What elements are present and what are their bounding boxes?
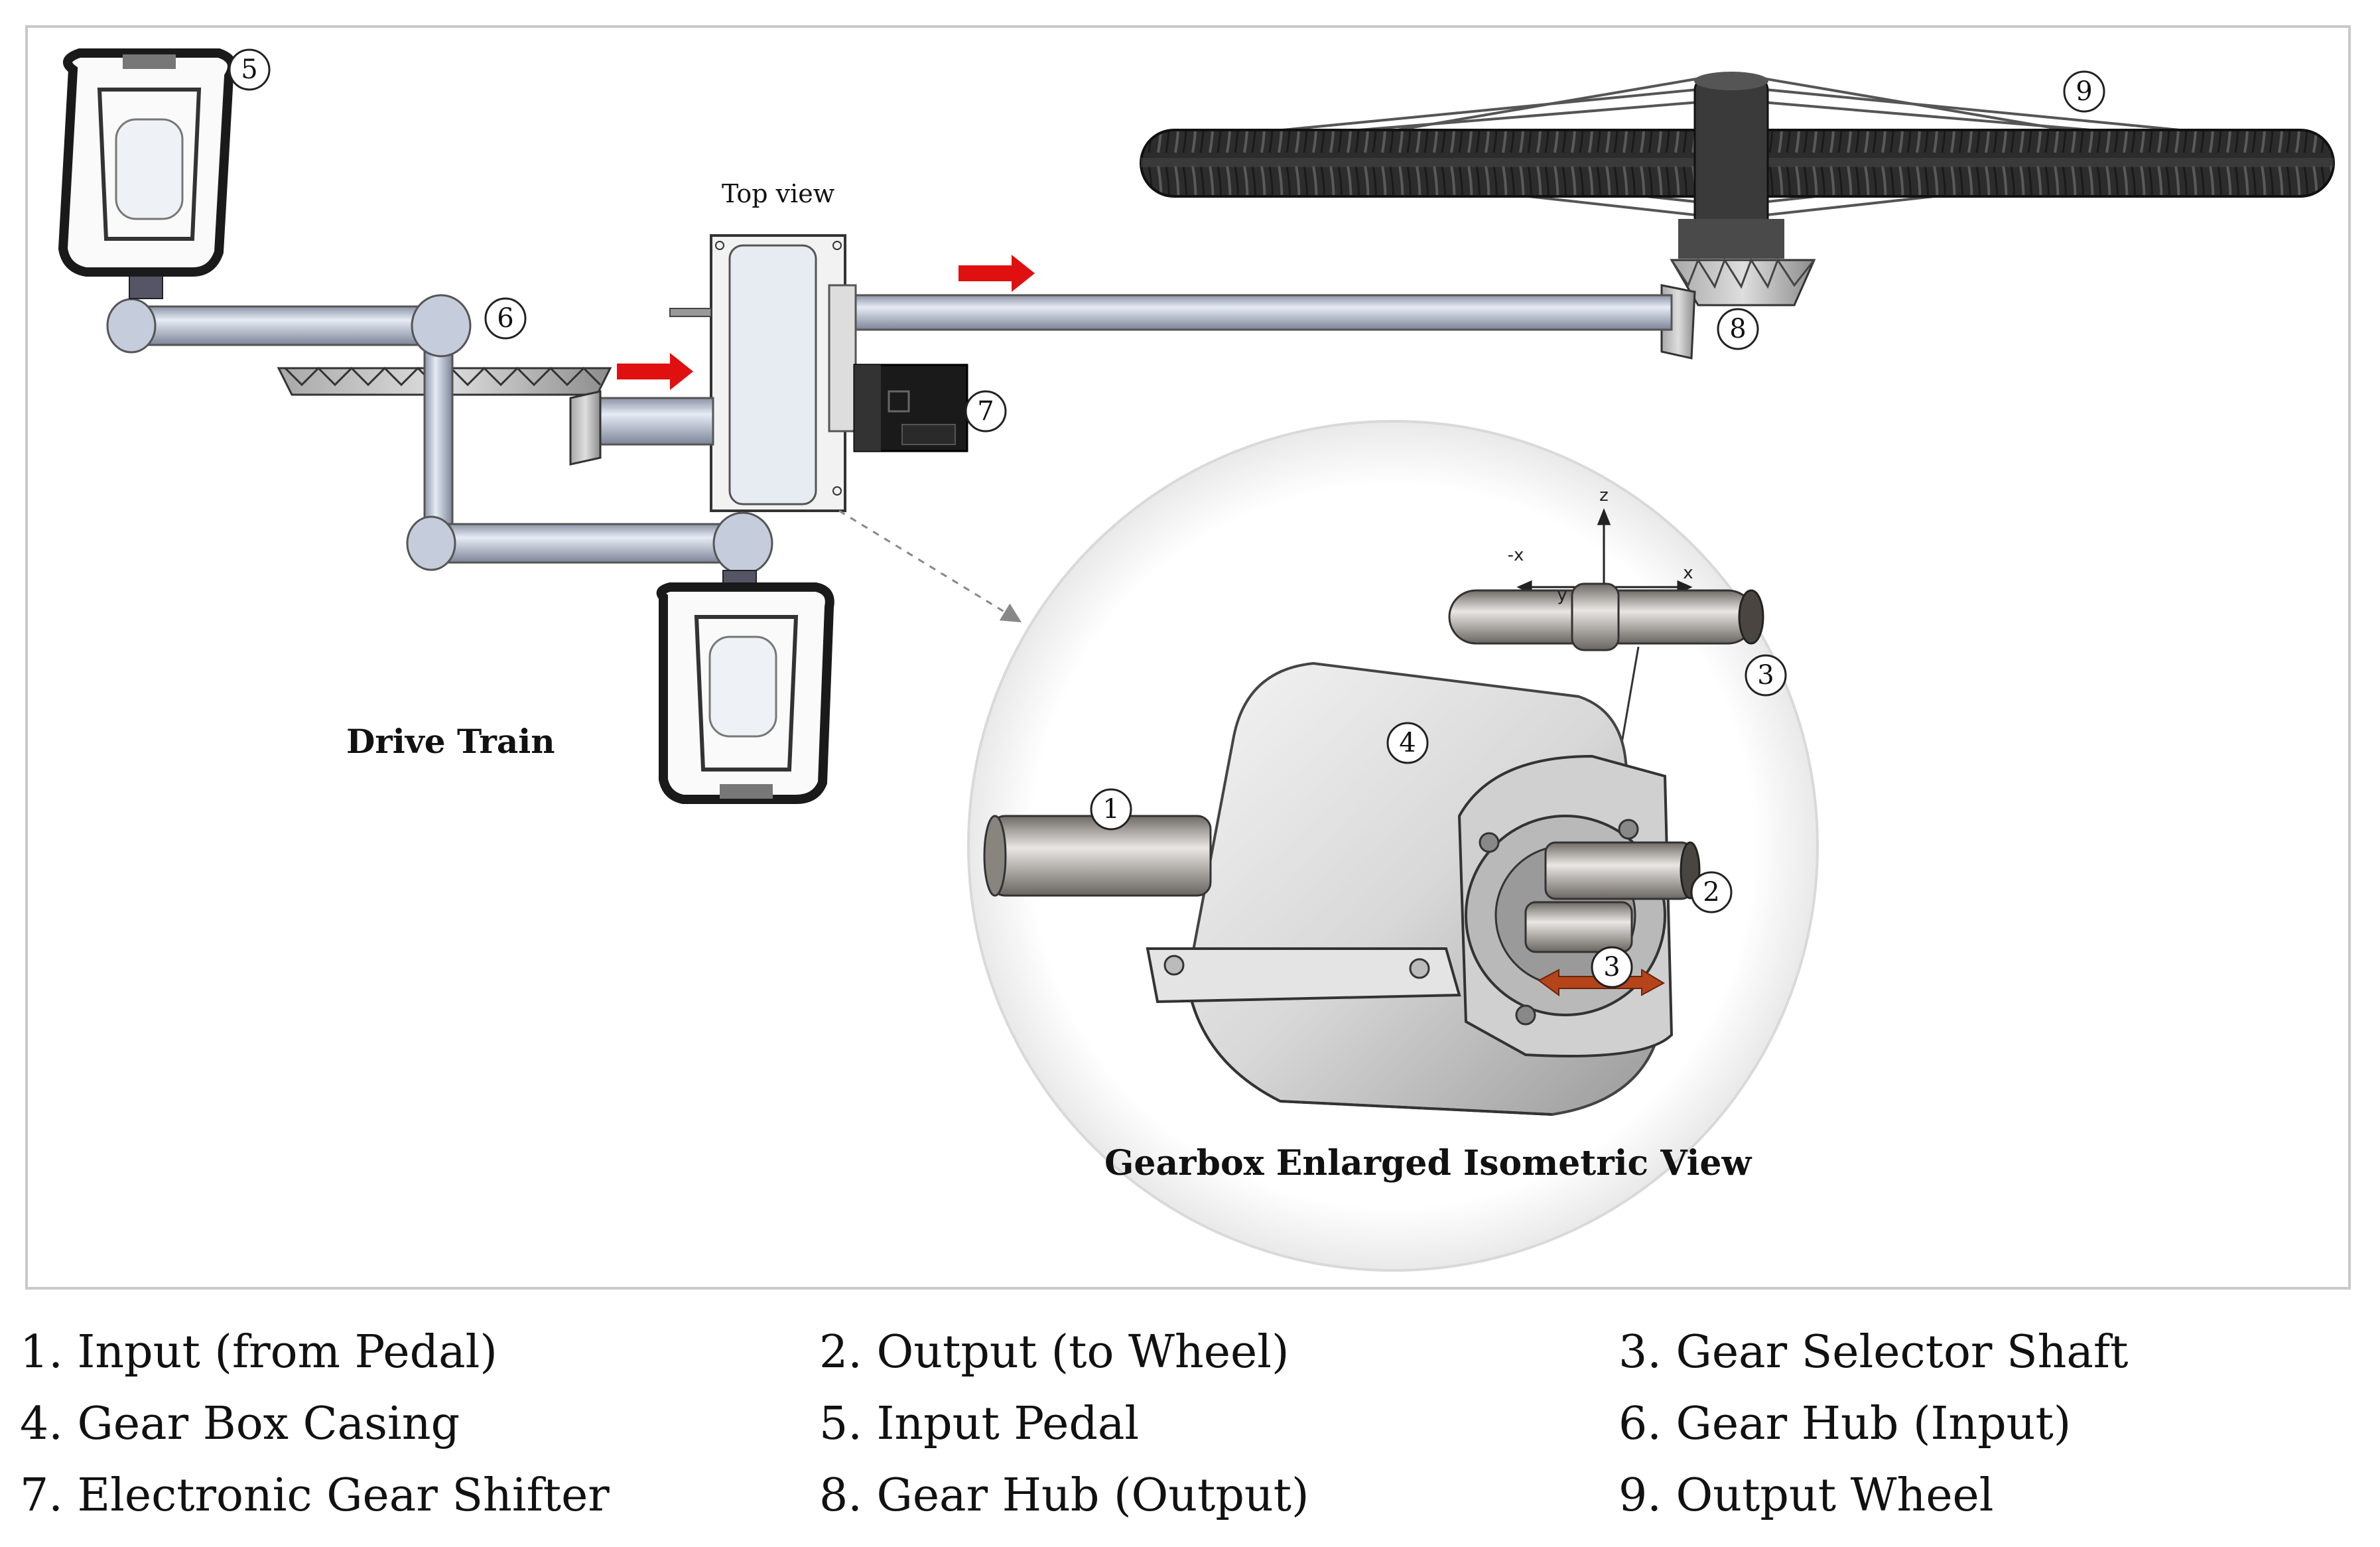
- output-shaft: [841, 294, 1673, 331]
- svg-text:6: 6: [497, 303, 513, 334]
- callout-5: 5: [228, 48, 271, 91]
- legend-item-3: 3. Gear Selector Shaft: [1619, 1326, 2129, 1379]
- drive-train-label: Drive Train: [346, 722, 555, 761]
- legend: 1. Input (from Pedal) 2. Output (to Whee…: [0, 1317, 2380, 1529]
- callout-1: 1: [1090, 788, 1132, 831]
- legend-item-5: 5. Input Pedal: [819, 1398, 1140, 1450]
- svg-text:3: 3: [1757, 660, 1774, 691]
- svg-text:7: 7: [977, 396, 994, 427]
- callout-4: 4: [1386, 722, 1429, 764]
- svg-text:8: 8: [1729, 314, 1746, 344]
- callout-9: 9: [2063, 70, 2105, 113]
- svg-text:2: 2: [1703, 877, 1719, 908]
- callout-3-shift: 3: [1591, 946, 1633, 988]
- legend-item-6: 6. Gear Hub (Input): [1619, 1398, 2072, 1450]
- svg-text:1: 1: [1102, 794, 1119, 825]
- legend-item-2: 2. Output (to Wheel): [819, 1326, 1289, 1379]
- legend-item-8: 8. Gear Hub (Output): [819, 1469, 1309, 1522]
- gearbox-input-shaft: [983, 815, 1212, 897]
- zoom-pointer: [838, 509, 1022, 623]
- flow-arrow-output: [959, 255, 1035, 292]
- top-view-label: Top view: [722, 179, 835, 208]
- callout-2: 2: [1690, 871, 1733, 913]
- svg-text:4: 4: [1399, 728, 1416, 758]
- axis-label-neg-x: -x: [1508, 545, 1524, 565]
- legend-item-9: 9. Output Wheel: [1619, 1469, 1994, 1522]
- legend-item-7: 7. Electronic Gear Shifter: [20, 1469, 610, 1522]
- gearbox-output-shaft: [1524, 841, 1701, 953]
- legend-item-4: 4. Gear Box Casing: [20, 1398, 460, 1450]
- output-wheel: [1140, 71, 2335, 259]
- input-pedal-top: [58, 48, 237, 277]
- electronic-gear-shifter: [853, 364, 968, 452]
- gearbox-enlarged-view-label: Gearbox Enlarged Isometric View: [1104, 1143, 1752, 1183]
- gear-selector-shaft: [1448, 582, 1764, 916]
- svg-text:5: 5: [241, 54, 257, 85]
- gearbox-top-view: [669, 234, 857, 512]
- callout-6: 6: [484, 297, 527, 340]
- svg-text:9: 9: [2076, 76, 2092, 107]
- flow-arrow-input: [617, 353, 693, 390]
- legend-item-1: 1. Input (from Pedal): [20, 1326, 497, 1379]
- axis-label-x: x: [1683, 563, 1693, 583]
- drivetrain-diagram: 1 2 3 3 4 5 6 7 8 9 z x -x y: [58, 48, 2335, 1272]
- axis-label-y: y: [1557, 585, 1567, 605]
- callout-3-shaft: 3: [1745, 654, 1787, 697]
- axis-label-z: z: [1599, 486, 1609, 505]
- svg-text:3: 3: [1603, 952, 1620, 982]
- callout-8: 8: [1717, 308, 1759, 350]
- callout-7: 7: [964, 390, 1007, 433]
- input-shaft-top: [596, 397, 714, 446]
- output-gear-hub: [1660, 257, 1816, 360]
- input-pedal-bottom: [656, 582, 834, 804]
